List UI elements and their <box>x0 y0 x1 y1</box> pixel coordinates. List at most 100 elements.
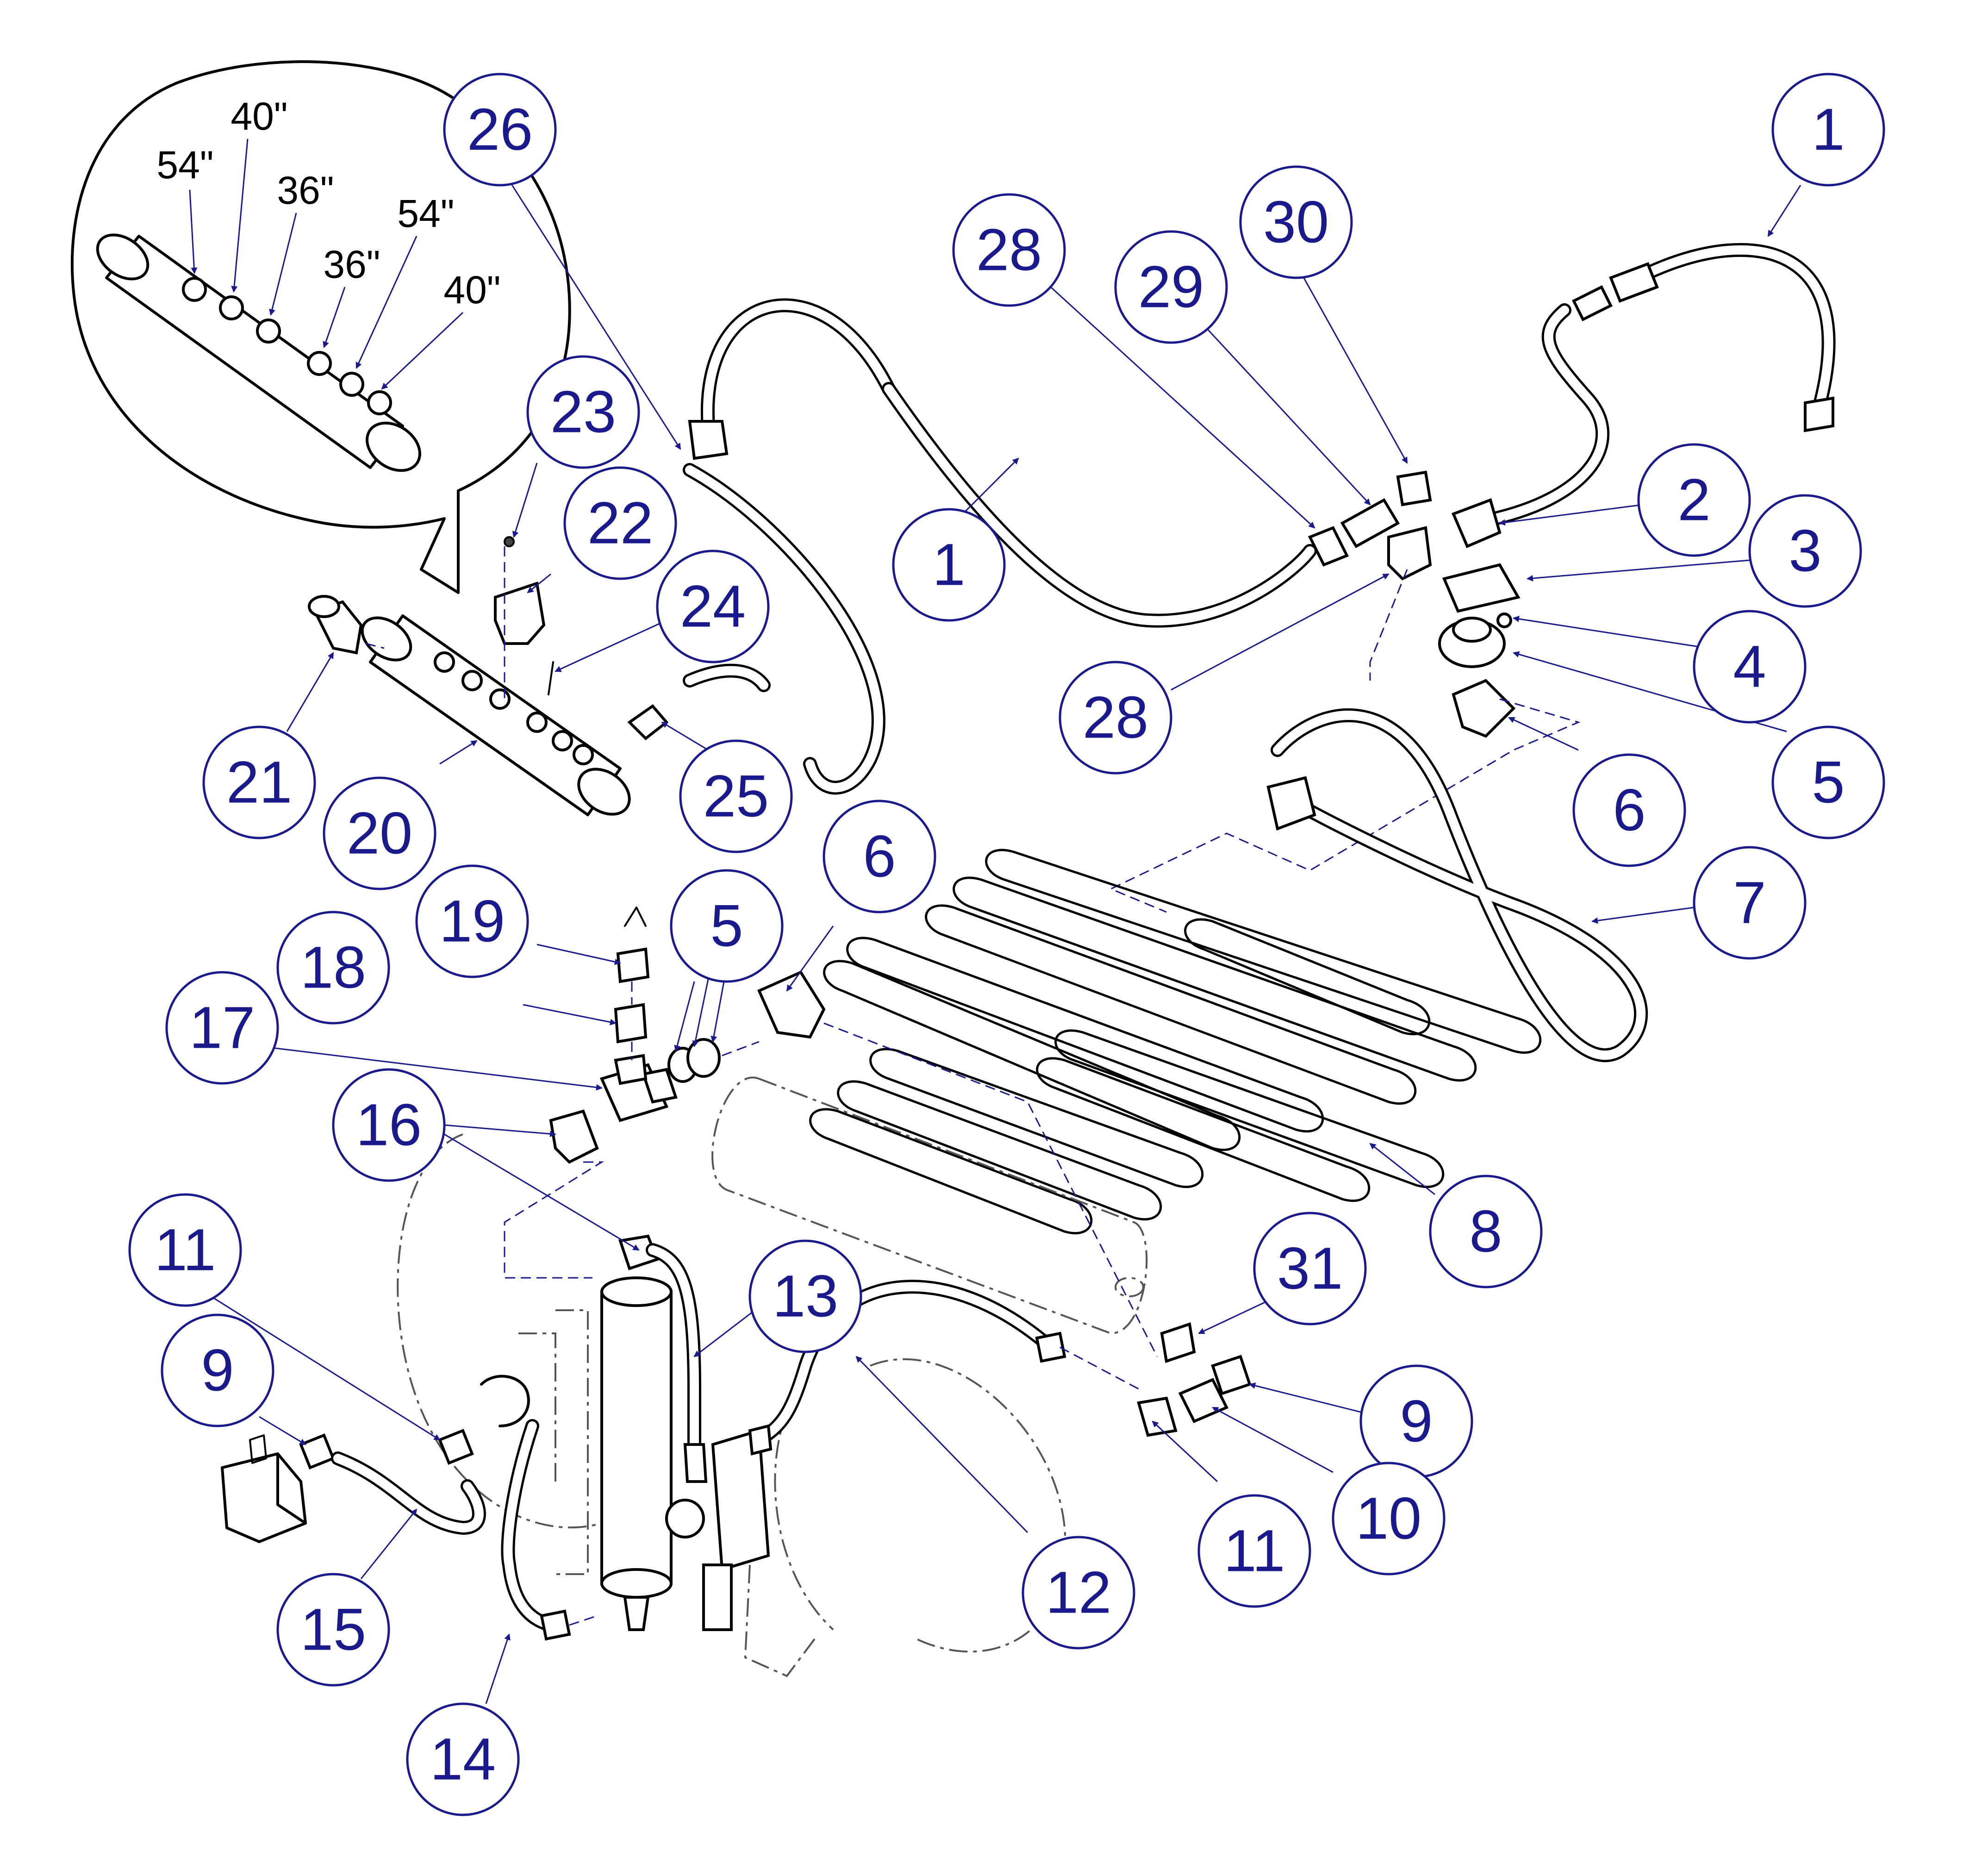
elbow-11-right <box>1137 1396 1178 1437</box>
callout-21: 21 <box>202 725 316 839</box>
callout-4-label: 4 <box>1733 634 1766 700</box>
elbow-6-right <box>1452 679 1516 738</box>
callout-1-right: 1 <box>1771 73 1885 187</box>
tee-assembly <box>504 907 1158 1357</box>
pressure-switch-19 <box>616 907 650 983</box>
callout-12: 12 <box>1022 1536 1135 1650</box>
leader-lines <box>166 180 1801 1704</box>
callout-6-right-label: 6 <box>1613 777 1645 844</box>
callout-26-label: 26 <box>467 97 533 163</box>
callout-11-right-label: 11 <box>1224 1518 1285 1584</box>
callout-23: 23 <box>526 355 640 469</box>
hose-1-right <box>1488 243 1836 525</box>
callout-6-right: 6 <box>1572 753 1686 867</box>
callout-28-top-label: 28 <box>976 217 1042 283</box>
callout-5-left-label: 5 <box>710 893 743 959</box>
detail-label-6: 40" <box>443 268 500 312</box>
drain-valve-box <box>221 1434 307 1543</box>
solenoid-block <box>665 1429 770 1631</box>
callout-5-right-label: 5 <box>1812 750 1845 816</box>
bracket-3 <box>1442 563 1521 613</box>
callout-20-label: 20 <box>347 800 412 867</box>
callout-9-right-label: 9 <box>1400 1388 1433 1455</box>
nut-4 <box>1496 613 1512 628</box>
tee-17 <box>599 1054 678 1122</box>
callout-9-right: 9 <box>1359 1364 1473 1478</box>
callout-5-right: 5 <box>1771 725 1885 839</box>
callout-8: 8 <box>1429 1175 1543 1288</box>
hose-1-left <box>688 298 1317 628</box>
callout-6-left-label: 6 <box>863 824 896 890</box>
elbow-fitting-21 <box>308 595 363 655</box>
callout-22-label: 22 <box>587 490 653 557</box>
callout-7: 7 <box>1693 846 1807 960</box>
callout-11-left: 11 <box>128 1193 242 1307</box>
callout-2: 2 <box>1637 443 1751 557</box>
hose-26 <box>683 463 885 795</box>
upper-hose-assembly <box>688 243 1836 913</box>
phantom-compressor-parts <box>518 1309 589 1575</box>
callout-19: 19 <box>415 864 529 978</box>
callout-11-right: 11 <box>1197 1494 1311 1608</box>
callout-3-label: 3 <box>1789 518 1821 584</box>
hose-7 <box>1266 708 1648 1063</box>
callout-14-label: 14 <box>430 1726 496 1793</box>
elbow-9-left <box>299 1433 335 1470</box>
elbow-11-left <box>438 1429 474 1465</box>
fitting-29 <box>1308 498 1400 567</box>
detail-label-2: 40" <box>231 94 287 138</box>
callout-9-left-label: 9 <box>201 1338 234 1404</box>
callout-24: 24 <box>656 550 770 663</box>
callout-1-right-label: 1 <box>1812 97 1845 163</box>
detail-label-5: 54" <box>397 192 454 235</box>
fitting-31 <box>1160 1322 1196 1363</box>
callout-31: 31 <box>1253 1212 1367 1326</box>
callout-1-left: 1 <box>892 508 1006 622</box>
hose-barb-25 <box>627 704 669 740</box>
callout-30-label: 30 <box>1263 189 1329 256</box>
valve-5 <box>1438 617 1506 668</box>
callout-28-bottom: 28 <box>1059 661 1172 775</box>
manifold-detail-view: 54" 40" 36" 36" 54" 40" <box>70 60 571 594</box>
callout-16: 16 <box>332 1068 446 1182</box>
callout-8-label: 8 <box>1469 1199 1502 1265</box>
callout-12-label: 12 <box>1046 1560 1111 1626</box>
callout-5-left: 5 <box>670 869 784 983</box>
callout-30: 30 <box>1239 165 1353 279</box>
callout-26: 26 <box>443 73 557 187</box>
detail-label-1: 54" <box>156 143 213 187</box>
detail-manifold <box>96 233 421 472</box>
callout-13: 13 <box>748 1239 862 1353</box>
condenser-coil-8 <box>809 849 1542 1235</box>
callout-22: 22 <box>563 466 677 580</box>
detail-label-4: 36" <box>323 243 380 286</box>
manifold-assembly <box>308 463 885 816</box>
callout-21-label: 21 <box>226 750 292 816</box>
callout-6-left: 6 <box>823 800 936 913</box>
callout-9-left: 9 <box>161 1313 274 1427</box>
callout-3: 3 <box>1748 494 1862 608</box>
callout-28-top: 28 <box>952 193 1066 307</box>
elbow-6-left <box>757 970 826 1039</box>
callout-4: 4 <box>1693 610 1807 724</box>
callout-16-label: 16 <box>356 1092 422 1158</box>
elbow-16-top <box>549 1109 599 1164</box>
callout-19-label: 19 <box>439 888 505 955</box>
right-fittings <box>1059 1322 1252 1437</box>
callout-18: 18 <box>276 911 390 1025</box>
phantom-receiver-tank <box>397 1076 1148 1677</box>
callout-15-label: 15 <box>300 1597 366 1663</box>
elbow-2 <box>1452 498 1502 548</box>
callout-24-label: 24 <box>680 574 746 640</box>
callout-2-label: 2 <box>1677 467 1710 533</box>
callout-18-label: 18 <box>300 935 366 1001</box>
callout-23-label: 23 <box>550 379 616 445</box>
callout-20: 20 <box>323 776 436 890</box>
callout-25: 25 <box>679 739 793 853</box>
callout-14: 14 <box>406 1702 520 1816</box>
callout-17: 17 <box>165 971 279 1085</box>
callout-15: 15 <box>276 1573 390 1687</box>
callout-29-label: 29 <box>1138 254 1204 320</box>
callout-13-label: 13 <box>773 1263 838 1330</box>
